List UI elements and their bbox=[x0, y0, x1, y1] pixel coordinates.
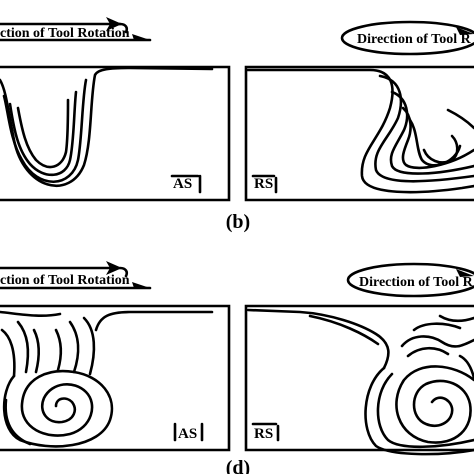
panel-bottom-right: Direction of Tool R RS bbox=[244, 262, 474, 456]
panel-bottom-left: ction of Tool Rotation AS bbox=[0, 261, 231, 452]
panel-letter-d: (d) bbox=[226, 457, 250, 474]
weld-frame-bottom-right bbox=[244, 304, 474, 452]
flow-lines-top-left bbox=[0, 66, 214, 187]
rotation-label-top-left: ction of Tool Rotation bbox=[0, 26, 130, 41]
svg-text:AS: AS bbox=[173, 176, 192, 192]
flow-lines-bottom-right bbox=[246, 308, 474, 456]
svg-text:RS: RS bbox=[254, 426, 273, 442]
svg-text:AS: AS bbox=[178, 426, 197, 442]
flow-lines-bottom-left bbox=[0, 310, 214, 448]
weld-frame-top-right bbox=[244, 65, 474, 202]
flow-lines-top-right bbox=[246, 68, 474, 194]
side-tag-top-left: AS bbox=[170, 174, 202, 194]
panel-top-left: ction of Tool Rotation AS bbox=[0, 17, 231, 202]
side-tag-bottom-left: AS bbox=[173, 422, 204, 442]
rotation-label-top-right: Direction of Tool R bbox=[357, 32, 472, 47]
panel-top-right: Direction of Tool R RS bbox=[244, 20, 474, 202]
side-tag-top-right: RS bbox=[251, 174, 278, 194]
weld-frame-bottom-left bbox=[0, 304, 231, 452]
rotation-label-bottom-left: ction of Tool Rotation bbox=[0, 273, 130, 288]
rotation-arrow-bottom-right bbox=[346, 262, 474, 298]
rotation-arrow-bottom-left bbox=[0, 261, 152, 290]
rotation-arrow-top-left bbox=[0, 17, 152, 42]
panel-letter-b: (b) bbox=[226, 211, 250, 233]
weld-frame-top-left bbox=[0, 65, 231, 202]
side-tag-bottom-right: RS bbox=[251, 422, 280, 442]
rotation-arrow-top-right bbox=[340, 20, 474, 56]
svg-text:RS: RS bbox=[254, 176, 273, 192]
rotation-label-bottom-right: Direction of Tool R bbox=[359, 275, 474, 290]
